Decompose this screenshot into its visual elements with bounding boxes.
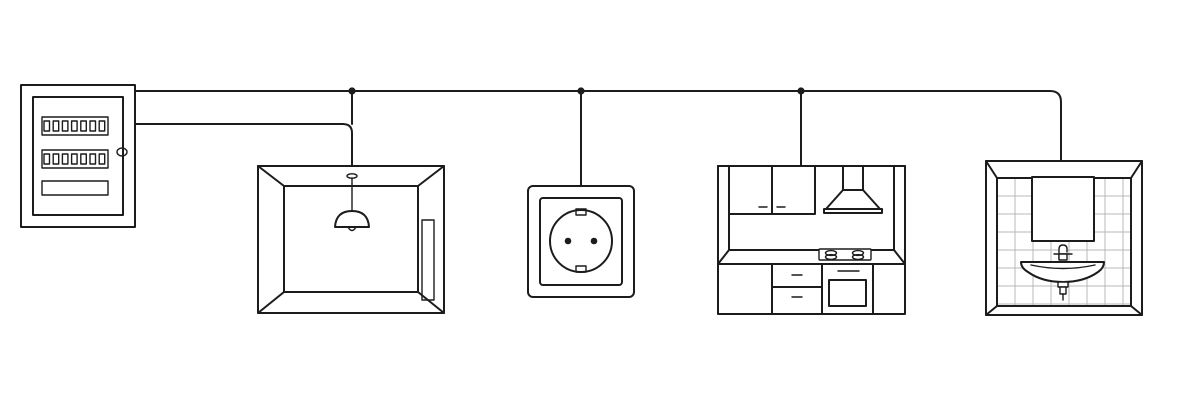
- wiring: [135, 87, 1062, 187]
- circuit-breaker-switch: [70, 120, 78, 132]
- room-door: [421, 219, 435, 301]
- oven: [828, 270, 867, 307]
- lighting-circuit-wire: [135, 123, 353, 174]
- circuit-breaker-switch: [70, 153, 78, 165]
- range-hood: [823, 165, 883, 214]
- circuit-breaker-switch: [80, 120, 88, 132]
- drain-trap: [1057, 281, 1069, 301]
- main-circuit-wire: [135, 90, 1062, 164]
- circuit-breaker-switch: [89, 153, 97, 165]
- circuit-breaker-switch: [52, 153, 60, 165]
- junction-dot-lamp: [348, 87, 356, 95]
- cooktop: [818, 248, 872, 261]
- circuit-breaker-switch: [52, 120, 60, 132]
- circuit-breaker-switch: [61, 120, 69, 132]
- junction-dot-socket: [577, 87, 585, 95]
- tap: [1053, 244, 1073, 261]
- circuit-breaker-switch: [98, 153, 106, 165]
- mirror-cabinet: [1031, 176, 1095, 242]
- breaker-row-1: [41, 116, 109, 136]
- ceiling-lamp-icon: [257, 165, 445, 314]
- breaker-rows: [41, 116, 109, 169]
- circuit-breaker-switch: [61, 153, 69, 165]
- circuit-breaker-switch: [89, 120, 97, 132]
- schuko-socket-icon: [527, 185, 635, 298]
- circuit-breaker-switch: [43, 153, 51, 165]
- circuit-breaker-switch: [43, 120, 51, 132]
- junction-dot-kitchen: [797, 87, 805, 95]
- kitchen-icon: [717, 165, 906, 315]
- panel-label-strip: [41, 180, 109, 196]
- breaker-panel-icon: [20, 84, 136, 228]
- lamp-shade: [334, 210, 370, 228]
- panel-door-latch: [116, 147, 128, 157]
- bathroom-sink-icon: [985, 160, 1143, 316]
- breaker-row-2: [41, 149, 109, 169]
- circuit-breaker-switch: [98, 120, 106, 132]
- circuit-breaker-switch: [80, 153, 88, 165]
